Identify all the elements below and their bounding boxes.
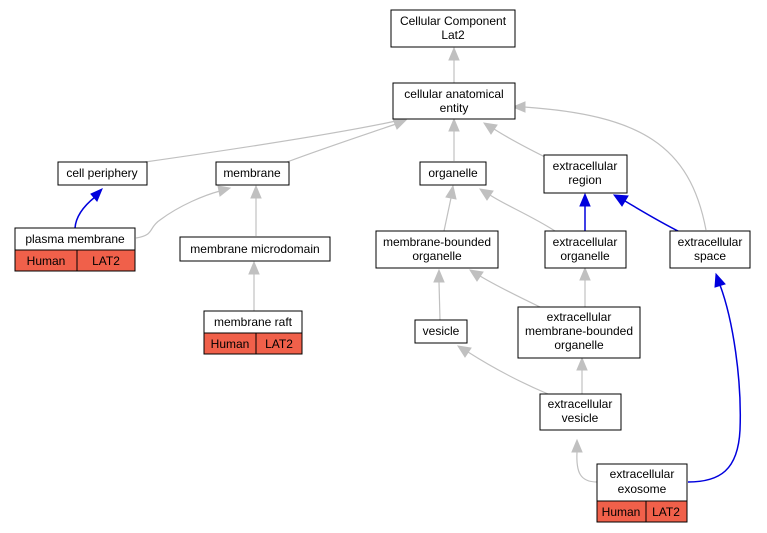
node-label-line: organelle (428, 166, 478, 180)
node-label-line: membrane microdomain (190, 242, 319, 256)
node-label-line: entity (440, 101, 469, 115)
node-label-line: region (568, 173, 601, 187)
node-label-line: membrane raft (214, 315, 293, 329)
node-membrane-raft[interactable]: membrane raft Human LAT2 (203, 310, 303, 355)
node-label-line: vesicle (423, 324, 460, 338)
edge-periphery-to-cae (144, 115, 409, 163)
node-organelle[interactable]: organelle (419, 161, 487, 186)
edge-ecorg-to-organelle (478, 188, 556, 232)
annotation-species-label: Human (27, 254, 66, 268)
edge-ecspace-to-cae (511, 101, 707, 231)
node-label-line: space (694, 249, 726, 263)
node-label-line: extracellular (610, 467, 675, 481)
edge-ecvesicle-to-ecmbo (576, 356, 588, 394)
node-extracellular-membrane-bounded-organelle[interactable]: extracellular membrane-bounded organelle (517, 306, 641, 359)
edge-ecregion-to-cae (482, 122, 546, 158)
node-label-line: extracellular (553, 159, 618, 173)
node-cellular-anatomical-entity[interactable]: cellular anatomical entity (392, 82, 516, 120)
node-label-line: membrane (223, 166, 281, 180)
annotation-species-label: Human (211, 337, 250, 351)
node-label-line: organelle (560, 249, 610, 263)
node-membrane-microdomain[interactable]: membrane microdomain (179, 236, 331, 262)
edge-vesicle-to-mbo (433, 268, 445, 321)
node-cell-periphery[interactable]: cell periphery (57, 161, 148, 186)
annotation-gene-label: LAT2 (652, 505, 680, 519)
edge-ecspace-to-ecregion (612, 194, 681, 233)
node-membrane[interactable]: membrane (215, 161, 290, 186)
node-extracellular-vesicle[interactable]: extracellular vesicle (539, 393, 622, 431)
node-label-line: extracellular (548, 397, 613, 411)
edge-plasma-to-periphery (74, 188, 103, 229)
edge-plasma-to-membrane (135, 185, 232, 239)
node-label-line: vesicle (562, 411, 599, 425)
node-label-line: cellular anatomical (404, 87, 503, 101)
edge-exosome-to-ecspace (687, 272, 742, 483)
edge-exosome-to-ecvesicle (571, 438, 598, 483)
edge-cae-to-root (448, 46, 460, 83)
edge-membrane-to-cae (286, 118, 408, 163)
node-label-line: extracellular (547, 310, 612, 324)
edge-ecmbo-to-ecorg (579, 266, 591, 307)
node-label-line: Lat2 (441, 28, 465, 42)
node-cellular-component-lat2[interactable]: Cellular Component Lat2 (390, 9, 516, 48)
edge-ecvesicle-to-vesicle (456, 345, 549, 395)
annotation-gene-label: LAT2 (92, 254, 120, 268)
edge-ecorg-to-ecregion (579, 192, 591, 231)
edge-mbo-to-organelle (443, 184, 457, 232)
annotation-gene-cell (255, 332, 303, 355)
node-extracellular-organelle[interactable]: extracellular organelle (544, 230, 627, 269)
edge-microdomain-to-membrane (250, 184, 262, 236)
edge-organelle-to-cae (448, 117, 460, 161)
node-label-line: plasma membrane (25, 232, 125, 246)
node-label-line: organelle (554, 338, 604, 352)
node-label-line: extracellular (678, 235, 743, 249)
node-label-line: membrane-bounded (525, 324, 633, 338)
annotation-gene-cell (645, 500, 688, 523)
node-extracellular-region[interactable]: extracellular region (543, 154, 628, 194)
node-label-line: membrane-bounded (383, 235, 491, 249)
node-extracellular-exosome[interactable]: extracellular exosome Human LAT2 (596, 463, 688, 523)
node-label-line: extracellular (553, 235, 618, 249)
annotation-gene-label: LAT2 (265, 337, 293, 351)
edge-raft-to-microdomain (248, 260, 260, 311)
edge-ecmbo-to-mbo (468, 269, 541, 308)
node-plasma-membrane[interactable]: plasma membrane Human LAT2 (14, 227, 136, 272)
node-label-line: exosome (618, 482, 667, 496)
node-label-line: organelle (412, 249, 462, 263)
node-label-line: Cellular Component (400, 14, 507, 28)
node-membrane-bounded-organelle[interactable]: membrane-bounded organelle (375, 230, 499, 269)
node-vesicle[interactable]: vesicle (414, 319, 468, 344)
annotation-species-label: Human (602, 505, 641, 519)
annotation-gene-cell (76, 249, 136, 272)
node-extracellular-space[interactable]: extracellular space (669, 230, 751, 269)
node-label-line: cell periphery (66, 166, 137, 180)
